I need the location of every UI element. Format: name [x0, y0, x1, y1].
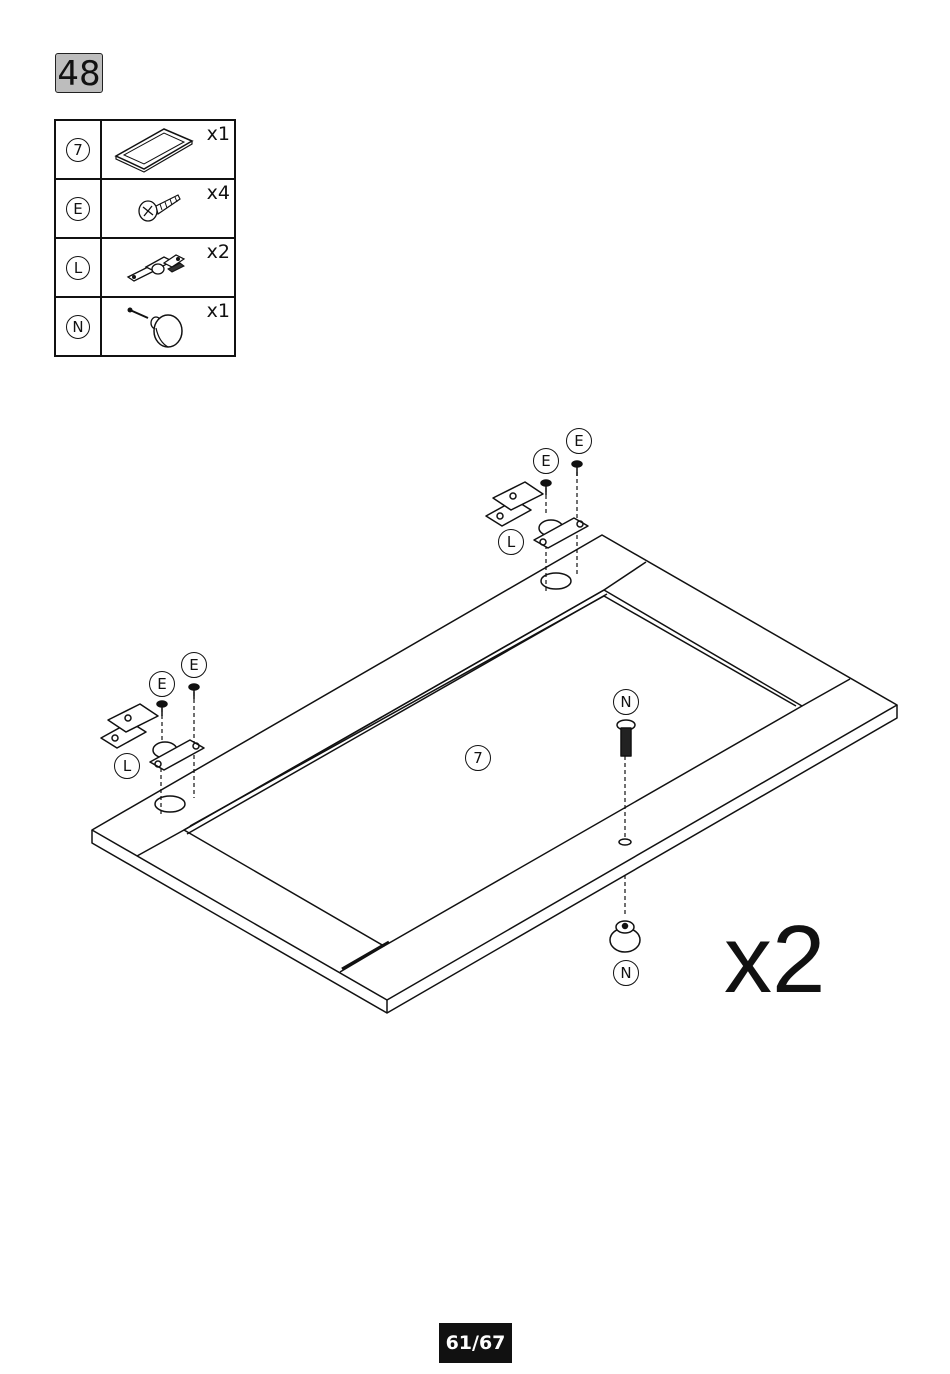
label-hinge: L: [114, 753, 140, 779]
label-screw: E: [533, 448, 559, 474]
knob: [610, 921, 640, 952]
label-knob: N: [613, 689, 639, 715]
label-knob: N: [613, 960, 639, 986]
label-screw: E: [149, 671, 175, 697]
label-panel: 7: [465, 745, 491, 771]
label-hinge: L: [498, 529, 524, 555]
page-number: 61/67: [439, 1323, 512, 1363]
label-screw: E: [181, 652, 207, 678]
quantity-multiplier: x2: [724, 912, 825, 1008]
label-screw: E: [566, 428, 592, 454]
